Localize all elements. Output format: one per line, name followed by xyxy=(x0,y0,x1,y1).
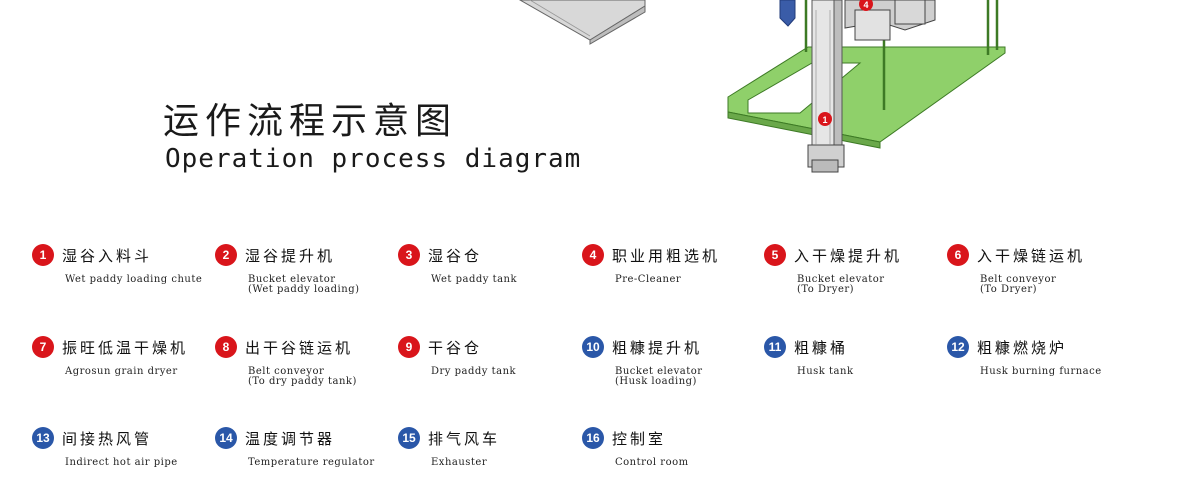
legend-item-head: 2 湿谷提升机 xyxy=(215,243,395,267)
number-badge: 7 xyxy=(32,336,54,358)
legend-item: 4 职业用粗选机 Pre-Cleaner xyxy=(582,243,762,285)
legend-label-cn: 粗糠燃烧炉 xyxy=(977,338,1068,357)
number-badge: 12 xyxy=(947,336,969,358)
legend-item: 5 入干燥提升机 Bucket elevator (To Dryer) xyxy=(764,243,944,295)
legend-label-en: Bucket elevator (To Dryer) xyxy=(797,274,885,295)
legend-label-en: Wet paddy loading chute xyxy=(65,274,203,285)
title-chinese: 运作流程示意图 xyxy=(163,101,458,142)
title-english: Operation process diagram xyxy=(165,144,582,174)
number-badge: 14 xyxy=(215,427,237,449)
legend-label-en: Indirect hot air pipe xyxy=(65,457,178,468)
legend-item: 11 粗糠桶 Husk tank xyxy=(764,335,944,377)
legend-item: 13 间接热风管 Indirect hot air pipe xyxy=(32,426,212,468)
legend-item-head: 16 控制室 xyxy=(582,426,762,450)
legend-item: 9 干谷仓 Dry paddy tank xyxy=(398,335,578,377)
legend-item-head: 15 排气风车 xyxy=(398,426,578,450)
legend-label-cn: 湿谷提升机 xyxy=(245,246,336,265)
marker-1: 1 xyxy=(818,112,832,126)
number-badge: 3 xyxy=(398,244,420,266)
legend-item: 1 湿谷入料斗 Wet paddy loading chute xyxy=(32,243,212,285)
legend-label-cn: 控制室 xyxy=(612,429,667,448)
legend-item-head: 12 粗糠燃烧炉 xyxy=(947,335,1127,359)
elevator-tower xyxy=(807,0,845,173)
legend-item: 2 湿谷提升机 Bucket elevator (Wet paddy loading… xyxy=(215,243,395,295)
legend-label-cn: 间接热风管 xyxy=(62,429,153,448)
legend-label-en: Belt conveyor (To Dryer) xyxy=(980,274,1057,295)
tank-box-left xyxy=(518,0,646,45)
legend-item-head: 5 入干燥提升机 xyxy=(764,243,944,267)
legend-item-head: 4 职业用粗选机 xyxy=(582,243,762,267)
legend-label-en: Bucket elevator (Wet paddy loading) xyxy=(248,274,360,295)
marker-4: 4 xyxy=(859,0,873,11)
green-floor xyxy=(727,46,1006,149)
number-badge: 10 xyxy=(582,336,604,358)
number-badge: 1 xyxy=(32,244,54,266)
number-badge: 5 xyxy=(764,244,786,266)
number-badge: 16 xyxy=(582,427,604,449)
legend-item-head: 9 干谷仓 xyxy=(398,335,578,359)
legend-item: 16 控制室 Control room xyxy=(582,426,762,468)
legend-label-cn: 排气风车 xyxy=(428,429,501,448)
number-badge: 4 xyxy=(582,244,604,266)
number-badge: 13 xyxy=(32,427,54,449)
legend-label-en: Belt conveyor (To dry paddy tank) xyxy=(248,366,357,387)
legend-item-head: 8 出干谷链运机 xyxy=(215,335,395,359)
legend-item: 14 温度调节器 Temperature regulator xyxy=(215,426,395,468)
legend-label-en: Husk burning furnace xyxy=(980,366,1102,377)
legend-label-cn: 入干燥提升机 xyxy=(794,246,903,265)
legend-item: 3 湿谷仓 Wet paddy tank xyxy=(398,243,578,285)
legend-label-cn: 干谷仓 xyxy=(428,338,483,357)
legend-item-head: 7 振旺低温干燥机 xyxy=(32,335,212,359)
legend-item-head: 6 入干燥链运机 xyxy=(947,243,1127,267)
legend-label-cn: 湿谷仓 xyxy=(428,246,483,265)
legend-item-head: 14 温度调节器 xyxy=(215,426,395,450)
legend-label-en: Pre-Cleaner xyxy=(615,274,682,285)
legend-label-cn: 振旺低温干燥机 xyxy=(62,338,189,357)
legend-label-cn: 入干燥链运机 xyxy=(977,246,1086,265)
legend-item: 12 粗糠燃烧炉 Husk burning furnace xyxy=(947,335,1127,377)
legend-item: 15 排气风车 Exhauster xyxy=(398,426,578,468)
legend-item-head: 1 湿谷入料斗 xyxy=(32,243,212,267)
legend-label-cn: 粗糠提升机 xyxy=(612,338,703,357)
legend-label-en: Control room xyxy=(615,457,689,468)
plant-illustration: 4 1 xyxy=(518,0,1006,173)
legend-item: 6 入干燥链运机 Belt conveyor (To Dryer) xyxy=(947,243,1127,295)
pre-cleaner-machine xyxy=(779,0,936,41)
legend-label-cn: 职业用粗选机 xyxy=(612,246,721,265)
legend-label-cn: 粗糠桶 xyxy=(794,338,849,357)
legend-label-en: Wet paddy tank xyxy=(431,274,518,285)
legend-item-head: 11 粗糠桶 xyxy=(764,335,944,359)
legend-item-head: 10 粗糠提升机 xyxy=(582,335,762,359)
legend-label-en: Temperature regulator xyxy=(248,457,375,468)
legend-item-head: 3 湿谷仓 xyxy=(398,243,578,267)
legend-label-en: Husk tank xyxy=(797,366,854,377)
number-badge: 6 xyxy=(947,244,969,266)
number-badge: 2 xyxy=(215,244,237,266)
legend-label-cn: 出干谷链运机 xyxy=(245,338,354,357)
legend-item: 7 振旺低温干燥机 Agrosun grain dryer xyxy=(32,335,212,377)
legend-label-en: Exhauster xyxy=(431,457,488,468)
svg-text:4: 4 xyxy=(863,0,868,10)
number-badge: 8 xyxy=(215,336,237,358)
legend-item: 8 出干谷链运机 Belt conveyor (To dry paddy tank) xyxy=(215,335,395,387)
legend-item-head: 13 间接热风管 xyxy=(32,426,212,450)
number-badge: 15 xyxy=(398,427,420,449)
legend-label-cn: 湿谷入料斗 xyxy=(62,246,153,265)
legend-item: 10 粗糠提升机 Bucket elevator (Husk loading) xyxy=(582,335,762,387)
number-badge: 9 xyxy=(398,336,420,358)
legend-label-cn: 温度调节器 xyxy=(245,429,336,448)
number-badge: 11 xyxy=(764,336,786,358)
legend-label-en: Dry paddy tank xyxy=(431,366,517,377)
legend-label-en: Bucket elevator (Husk loading) xyxy=(615,366,703,387)
legend-label-en: Agrosun grain dryer xyxy=(65,366,178,377)
svg-text:1: 1 xyxy=(822,115,827,125)
